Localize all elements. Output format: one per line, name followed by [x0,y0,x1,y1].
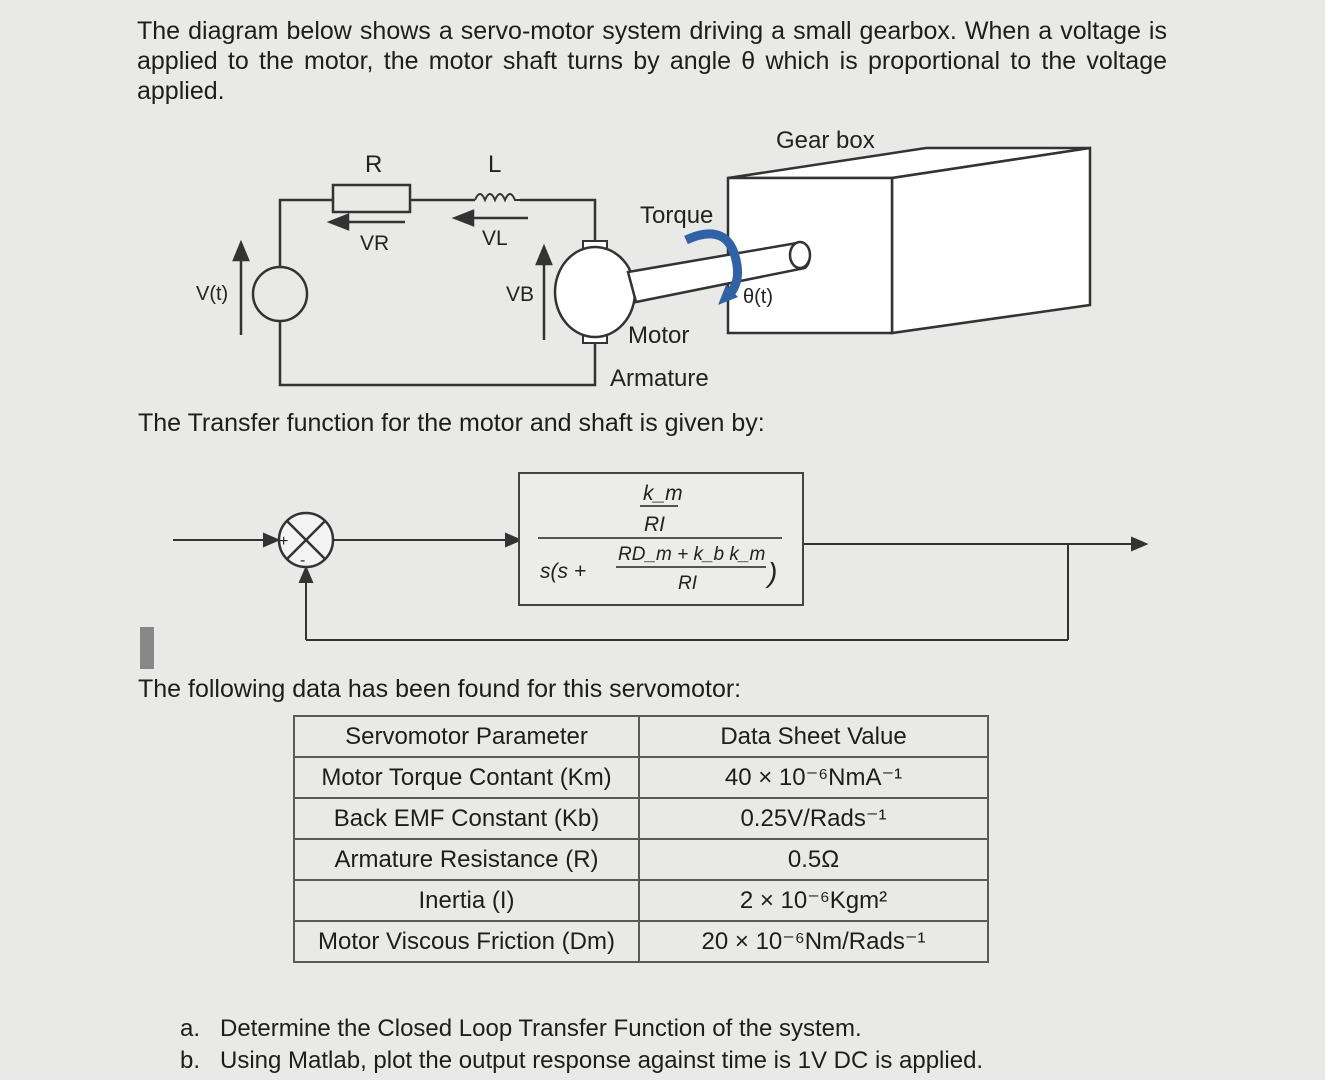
resistor [331,183,412,214]
motor-armature [553,245,637,339]
vt-arrow [232,239,250,335]
table-row: Motor Viscous Friction (Dm) 20 × 10⁻⁶Nm/… [293,920,989,963]
servomotor-parameter-table: Servomotor Parameter Data Sheet Value Mo… [293,715,989,963]
servo-motor-diagram: R L VR VL V(t) VB Torque Gear box θ(t) M… [196,127,1092,392]
torque-arrow [684,229,742,305]
motor-label: Motor [628,322,689,349]
num-top: k_m [643,482,683,505]
table-row: Back EMF Constant (Kb) 0.25V/Rads⁻¹ [293,797,989,840]
intro-paragraph: The diagram below shows a servo-motor sy… [137,17,1167,105]
param-value: 0.5Ω [638,838,989,881]
motor-shaft [626,240,812,304]
svg-text:+: + [279,533,288,550]
param-value: 2 × 10⁻⁶Kgm² [638,879,989,922]
den-suffix: ) [765,557,777,588]
theta-label: θ(t) [743,286,773,308]
vt-label: V(t) [196,283,228,305]
l-label: L [488,151,501,178]
circuit-wires [278,198,597,387]
question-list: a. Determine the Closed Loop Transfer Fun… [180,1013,983,1077]
param-value: 20 × 10⁻⁶Nm/Rads⁻¹ [638,920,989,963]
summing-junction: + - [277,511,335,569]
transfer-function-formula: k_m RI s(s + RD_m + k_b k_m RI ) [538,482,782,594]
param-name: Motor Torque Contant (Km) [293,756,640,799]
armature-label: Armature [610,365,709,392]
param-name: Armature Resistance (R) [293,838,640,881]
voltage-source [251,265,309,323]
block-diagram: + - k_m RI s(s + RD_m + k_b k_m RI ) [173,472,1149,641]
text-cursor-marker [140,627,154,669]
vl-arrow [451,209,528,227]
transfer-function-intro: The Transfer function for the motor and … [138,409,765,437]
header-value: Data Sheet Value [638,715,989,758]
question-text: Using Matlab, plot the output response a… [220,1047,984,1074]
den-den: RI [678,573,698,594]
r-label: R [365,151,382,178]
den-prefix: s(s + [540,560,586,583]
torque-label: Torque [640,202,713,229]
gearbox-label: Gear box [776,127,875,154]
header-parameter: Servomotor Parameter [293,715,640,758]
question-item: b. Using Matlab, plot the output response… [180,1045,983,1077]
vb-arrow [535,243,553,340]
table-header-row: Servomotor Parameter Data Sheet Value [293,715,989,758]
param-name: Back EMF Constant (Kb) [293,797,640,840]
table-row: Inertia (I) 2 × 10⁻⁶Kgm² [293,879,989,922]
question-text: Determine the Closed Loop Transfer Funct… [220,1015,862,1042]
param-name: Inertia (I) [293,879,640,922]
table-row: Armature Resistance (R) 0.5Ω [293,838,989,881]
transfer-function-block [518,472,804,606]
vr-label: VR [360,232,389,255]
inductor [474,193,520,203]
param-value: 40 × 10⁻⁶NmA⁻¹ [638,756,989,799]
param-name: Motor Viscous Friction (Dm) [293,920,640,963]
question-item: a. Determine the Closed Loop Transfer Fun… [180,1013,983,1045]
vb-label: VB [506,283,534,306]
param-value: 0.25V/Rads⁻¹ [638,797,989,840]
vr-arrow [326,213,405,231]
table-row: Motor Torque Contant (Km) 40 × 10⁻⁶NmA⁻¹ [293,756,989,799]
gearbox [726,146,1092,335]
num-bottom: RI [644,513,665,536]
data-intro: The following data has been found for th… [138,675,742,703]
question-label: b. [180,1047,201,1074]
svg-text:-: - [300,552,305,569]
question-label: a. [180,1015,201,1042]
vl-label: VL [482,227,508,250]
den-num: RD_m + k_b k_m [618,544,765,565]
